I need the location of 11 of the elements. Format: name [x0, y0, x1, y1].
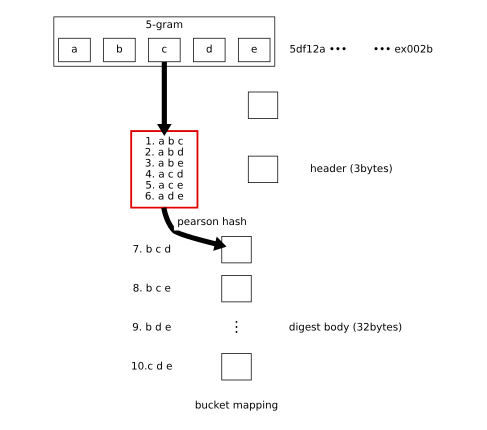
label: header (3bytes)	[310, 163, 393, 176]
label: ••• ex002b	[372, 44, 433, 56]
label: 8. b c e	[132, 282, 171, 294]
label: bucket mapping	[194, 399, 278, 412]
label: digest body (32bytes)	[288, 321, 402, 334]
label: 5df12a •••	[289, 44, 348, 56]
label: 9. b d e	[132, 321, 172, 334]
edge-label: pearson hash	[177, 216, 247, 228]
label: ⋮	[229, 318, 244, 336]
label: 10.c d e	[131, 360, 173, 372]
label: 7. b c d	[132, 243, 171, 256]
